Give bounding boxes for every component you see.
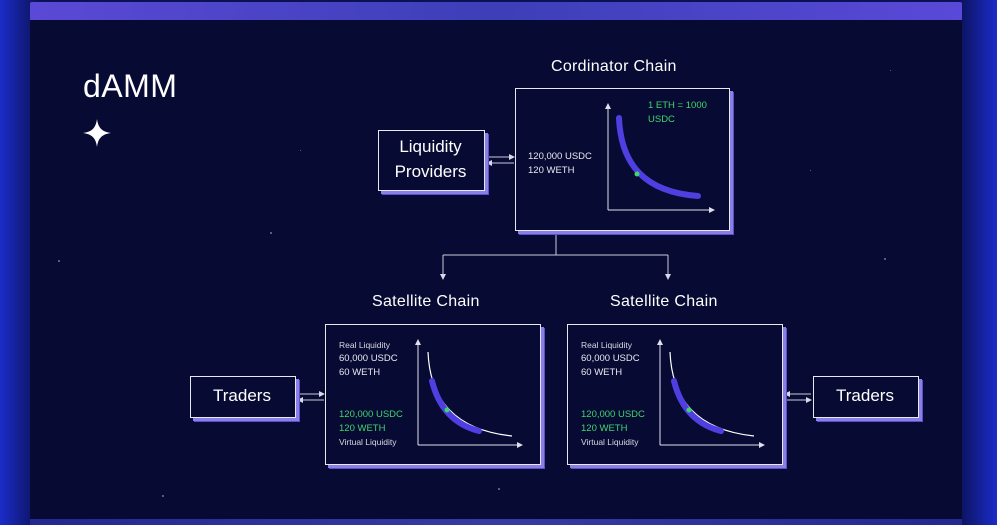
coordinator-weth: 120 WETH (528, 165, 575, 176)
satellite-1-price-point (444, 407, 450, 413)
star (270, 232, 272, 234)
star (890, 70, 891, 71)
liquidity-providers-line1: Liquidity (399, 137, 462, 156)
sparkle-icon (83, 119, 111, 147)
satellite-2-virtual-title: Virtual Liquidity (581, 437, 639, 447)
traders-right-box (813, 376, 919, 418)
star (58, 260, 60, 262)
coordinator-chain-label: Cordinator Chain (551, 58, 677, 75)
star (884, 258, 886, 260)
star (300, 150, 301, 151)
satellite-2-virtual-usdc: 120,000 USDC (581, 409, 645, 420)
satellite-chain-2-box (567, 324, 783, 465)
liquidity-providers-box (378, 130, 485, 191)
bottom-glow (30, 519, 962, 525)
coordinator-price-point (634, 171, 640, 177)
satellite-2-real-title: Real Liquidity (581, 340, 633, 350)
satellite-chain-1-label: Satellite Chain (372, 293, 480, 310)
top-accent-bar (30, 2, 962, 20)
satellite-1-real-usdc: 60,000 USDC (339, 353, 398, 364)
star (498, 488, 500, 490)
star (162, 495, 164, 497)
price-line-2: USDC (648, 114, 675, 125)
satellite-2-real-segment (671, 378, 724, 434)
satellite-chain-1-box (325, 324, 541, 465)
price-line-1: 1 ETH = 1000 (648, 100, 707, 111)
satellite-1-real-title: Real Liquidity (339, 340, 391, 350)
satellite-chain-2-label: Satellite Chain (610, 293, 718, 310)
traders-left-box (190, 376, 296, 418)
satellite-2-virtual-weth: 120 WETH (581, 423, 628, 434)
satellite-2-real-usdc: 60,000 USDC (581, 353, 640, 364)
satellite-1-virtual-title: Virtual Liquidity (339, 437, 397, 447)
coordinator-usdc: 120,000 USDC (528, 151, 592, 162)
coordinator-bonding-curve (616, 115, 701, 199)
satellite-1-real-weth: 60 WETH (339, 367, 381, 378)
satellite-1-virtual-weth: 120 WETH (339, 423, 386, 434)
page-title: dAMM (83, 68, 178, 104)
traders-left-label: Traders (213, 386, 271, 405)
coordinator-chain-box (515, 88, 730, 231)
satellite-2-real-weth: 60 WETH (581, 367, 623, 378)
satellite-1-virtual-usdc: 120,000 USDC (339, 409, 403, 420)
star (810, 170, 811, 171)
traders-right-label: Traders (836, 386, 894, 405)
satellite-2-price-point (686, 407, 692, 413)
satellite-1-virtual-curve (427, 351, 513, 437)
satellite-2-virtual-curve (669, 351, 755, 437)
liquidity-providers-line2: Providers (394, 162, 467, 181)
